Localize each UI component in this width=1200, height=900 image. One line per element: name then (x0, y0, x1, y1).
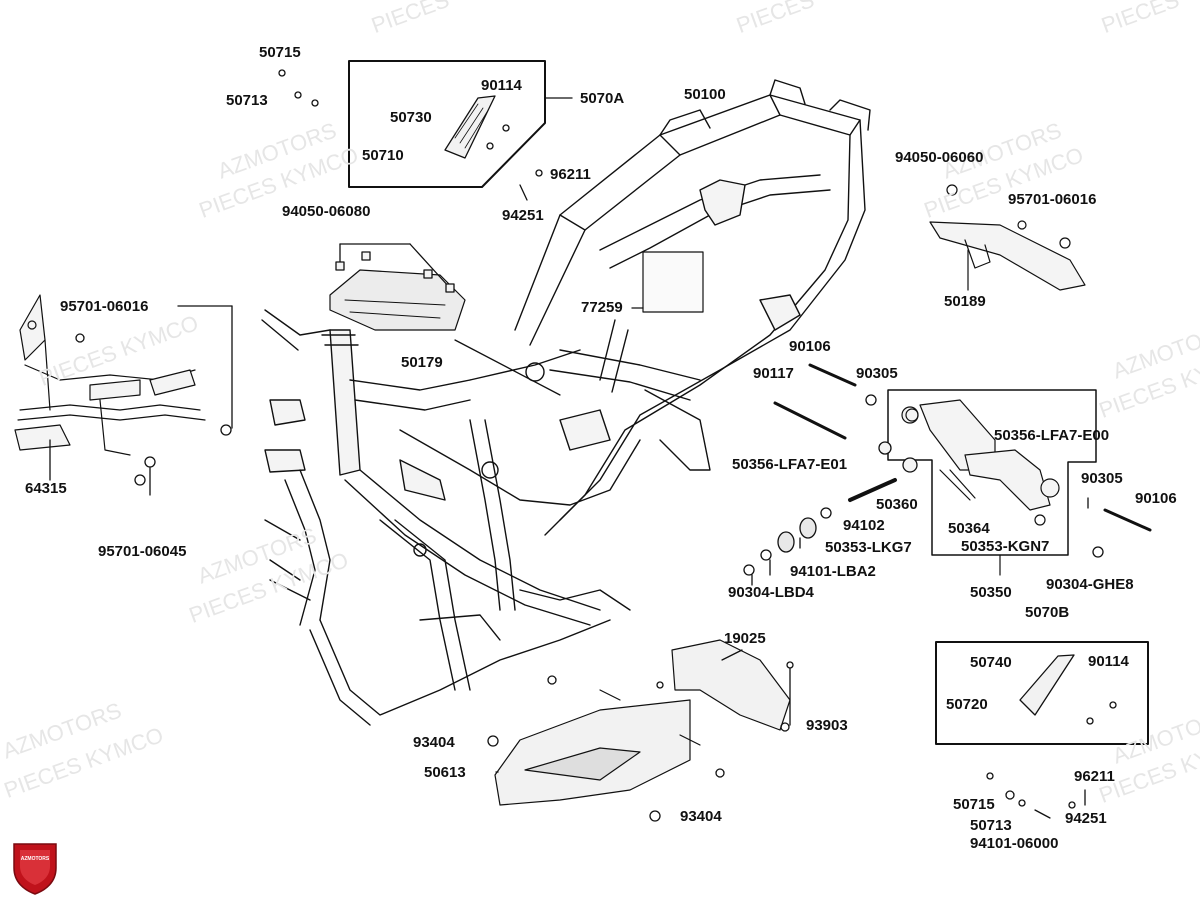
part-label-96211-top[interactable]: 96211 (550, 166, 591, 183)
floor-plate-50179 (329, 269, 466, 331)
shaft-50360 (848, 478, 897, 502)
part-label-96211-bottom[interactable]: 96211 (1074, 768, 1115, 785)
part-label-93903[interactable]: 93903 (806, 717, 848, 734)
part-label-90114-top[interactable]: 90114 (481, 77, 522, 94)
footrest-bracket-64315 (14, 294, 206, 456)
part-label-90106-right[interactable]: 90106 (1135, 490, 1177, 507)
part-label-93404-bottom[interactable]: 93404 (680, 808, 722, 825)
part-label-94251-top[interactable]: 94251 (502, 207, 544, 224)
part-label-95701-06016-left[interactable]: 95701-06016 (60, 298, 149, 315)
part-label-94050-06080[interactable]: 94050-06080 (282, 203, 371, 220)
part-label-94050-06060[interactable]: 94050-06060 (895, 149, 984, 166)
logo-text: AZMOTORS (20, 856, 50, 862)
main-frame-50100 (469, 79, 871, 536)
part-label-50189[interactable]: 50189 (944, 293, 986, 310)
part-label-94101-LBA2[interactable]: 94101-LBA2 (790, 563, 876, 580)
under-cover-50613 (494, 689, 701, 806)
engine-hanger-50350 (901, 399, 1060, 576)
group-box-5070B (935, 641, 1149, 745)
part-label-90117[interactable]: 90117 (753, 365, 794, 382)
label-plate-77259 (642, 251, 704, 313)
part-label-90114-bottom[interactable]: 90114 (1088, 653, 1129, 670)
part-label-64315[interactable]: 64315 (25, 480, 67, 497)
cover-19025 (671, 639, 791, 731)
part-label-50740[interactable]: 50740 (970, 654, 1012, 671)
part-label-50715-top[interactable]: 50715 (259, 44, 301, 61)
bolt-90117 (773, 401, 847, 440)
group-box-5070A (348, 60, 546, 188)
part-label-19025[interactable]: 19025 (724, 630, 766, 647)
part-label-93404-left[interactable]: 93404 (413, 734, 455, 751)
part-label-50364[interactable]: 50364 (948, 520, 990, 537)
part-label-5070A[interactable]: 5070A (580, 90, 625, 107)
part-label-90305-top[interactable]: 90305 (856, 365, 898, 382)
part-label-94251-bottom[interactable]: 94251 (1065, 810, 1107, 827)
part-label-50100[interactable]: 50100 (684, 86, 726, 103)
part-label-50360[interactable]: 50360 (876, 496, 918, 513)
part-label-77259[interactable]: 77259 (581, 299, 623, 316)
part-label-50353-LKG7[interactable]: 50353-LKG7 (825, 539, 912, 556)
part-label-95701-06045[interactable]: 95701-06045 (98, 543, 187, 560)
part-label-95701-06016-right[interactable]: 95701-06016 (1008, 191, 1097, 208)
part-label-50713-bottom[interactable]: 50713 (970, 817, 1012, 834)
front-cradle (261, 309, 641, 726)
part-label-50613[interactable]: 50613 (424, 764, 466, 781)
part-label-50353-KGN7[interactable]: 50353-KGN7 (961, 538, 1050, 555)
part-label-50720[interactable]: 50720 (946, 696, 988, 713)
part-label-50715-bottom[interactable]: 50715 (953, 796, 995, 813)
part-label-94102[interactable]: 94102 (843, 517, 885, 534)
part-label-50179[interactable]: 50179 (401, 354, 443, 371)
part-label-94101-06000[interactable]: 94101-06000 (970, 835, 1059, 852)
part-label-50356-LFA7-E00[interactable]: 50356-LFA7-E00 (994, 427, 1110, 444)
part-label-50730[interactable]: 50730 (390, 109, 432, 126)
bolt-90106-top (808, 363, 857, 387)
part-label-50710[interactable]: 50710 (362, 147, 404, 164)
group-box-50350 (887, 389, 1097, 556)
part-label-90106-top[interactable]: 90106 (789, 338, 831, 355)
part-label-90305-right[interactable]: 90305 (1081, 470, 1123, 487)
part-label-50350[interactable]: 50350 (970, 584, 1012, 601)
part-label-90304-LBD4[interactable]: 90304-LBD4 (728, 584, 814, 601)
grab-handle-50710 (444, 95, 496, 159)
part-label-50356-LFA7-E01[interactable]: 50356-LFA7-E01 (732, 456, 848, 473)
azmotors-logo (13, 843, 57, 895)
engine-bracket-50189 (929, 184, 1086, 291)
part-label-90304-GHE8[interactable]: 90304-GHE8 (1046, 576, 1134, 593)
part-label-5070B[interactable]: 5070B (1025, 604, 1070, 621)
grab-handle-50720 (1019, 654, 1075, 716)
part-label-50713-top[interactable]: 50713 (226, 92, 268, 109)
